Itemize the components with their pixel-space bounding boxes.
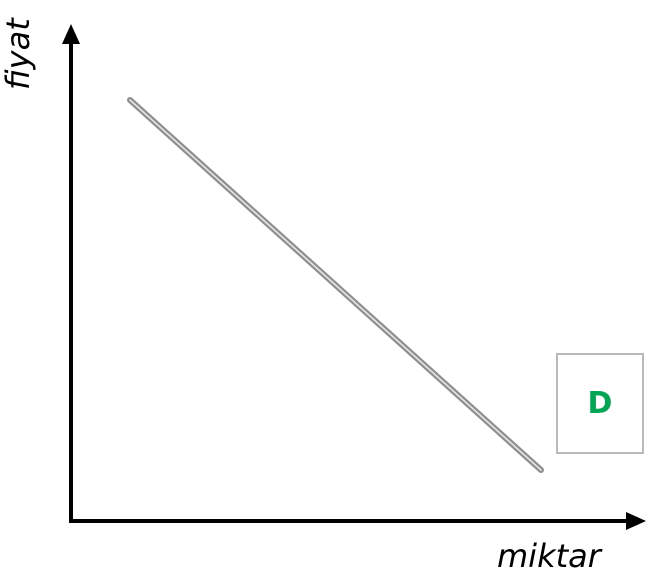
demand-line [127,97,544,473]
curve-label: D [587,385,613,421]
y-axis-label: fiyat [0,18,37,90]
x-axis-label: miktar [497,537,601,575]
y-axis-arrow-icon [62,24,80,44]
curve-label-box: D [556,353,644,454]
x-axis-arrow-icon [626,512,646,530]
